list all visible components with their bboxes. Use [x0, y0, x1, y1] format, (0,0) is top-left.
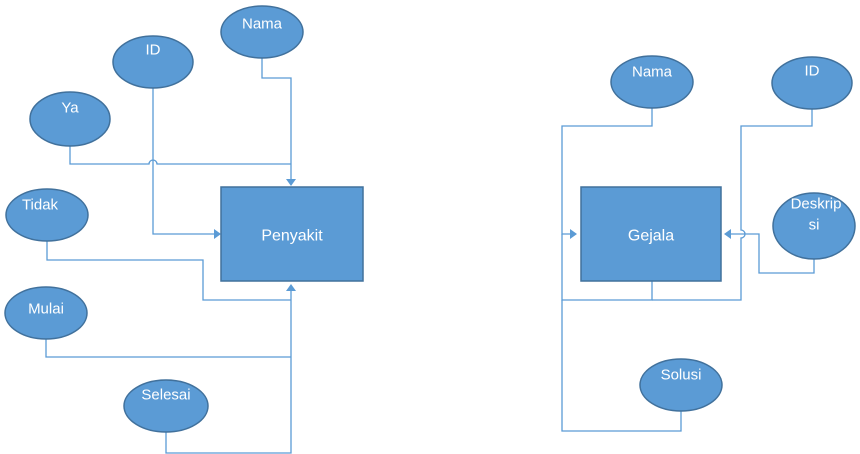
entity-gejala[interactable]: Gejala	[580, 186, 722, 282]
left-connectors	[45, 58, 296, 454]
connector-nama-penyakit	[261, 58, 292, 180]
arrowhead-penyakit-top	[286, 179, 296, 186]
connector-selesai-penyakit	[165, 290, 292, 454]
attribute-id-right-label: ID	[805, 63, 820, 80]
attribute-nama-right[interactable]: Nama	[610, 55, 694, 109]
connector-mulai-penyakit	[45, 339, 291, 358]
attribute-selesai-label: Selesai	[141, 387, 190, 404]
attribute-mulai-label: Mulai	[28, 301, 64, 318]
attribute-solusi-label: Solusi	[661, 367, 702, 384]
entity-penyakit-label: Penyakit	[261, 228, 323, 245]
attribute-mulai[interactable]: Mulai	[4, 286, 88, 340]
arrowhead-gejala-right	[724, 229, 731, 239]
attribute-deskripsi-label-line2: si	[809, 217, 820, 234]
connector-solusi-gejala	[561, 300, 682, 432]
attribute-selesai[interactable]: Selesai	[123, 379, 209, 433]
arrowhead-gejala-left	[570, 229, 577, 239]
connector-ya-penyakit	[69, 146, 291, 165]
connector-id-penyakit	[152, 88, 216, 235]
connector-gejala-bottom	[561, 234, 653, 301]
arrowhead-penyakit-bottom	[286, 284, 296, 291]
attribute-solusi[interactable]: Solusi	[639, 358, 723, 412]
attribute-nama-left-label: Nama	[242, 16, 283, 33]
attribute-tidak-label: Tidak	[22, 197, 59, 214]
attribute-tidak[interactable]: Tidak	[5, 188, 89, 242]
attribute-ya-label: Ya	[61, 100, 79, 117]
entity-gejala-label: Gejala	[628, 228, 674, 245]
attribute-deskripsi-label-line1: Deskrip	[791, 196, 842, 213]
connector-tidak-penyakit	[46, 241, 291, 301]
connector-id-gejala	[652, 109, 813, 301]
entity-penyakit[interactable]: Penyakit	[220, 186, 364, 282]
right-connectors	[561, 108, 815, 432]
attribute-deskripsi[interactable]: Deskrip si	[772, 192, 856, 260]
attribute-id-left[interactable]: ID	[112, 35, 194, 89]
connector-nama-gejala	[561, 108, 653, 235]
attribute-id-right[interactable]: ID	[771, 56, 853, 110]
attribute-nama-right-label: Nama	[632, 64, 673, 81]
arrowhead-penyakit-left	[214, 229, 221, 239]
attribute-id-left-label: ID	[146, 42, 161, 59]
connector-deskripsi-gejala	[728, 233, 815, 274]
attribute-ya[interactable]: Ya	[29, 91, 111, 147]
attribute-nama-left[interactable]: Nama	[220, 5, 304, 59]
